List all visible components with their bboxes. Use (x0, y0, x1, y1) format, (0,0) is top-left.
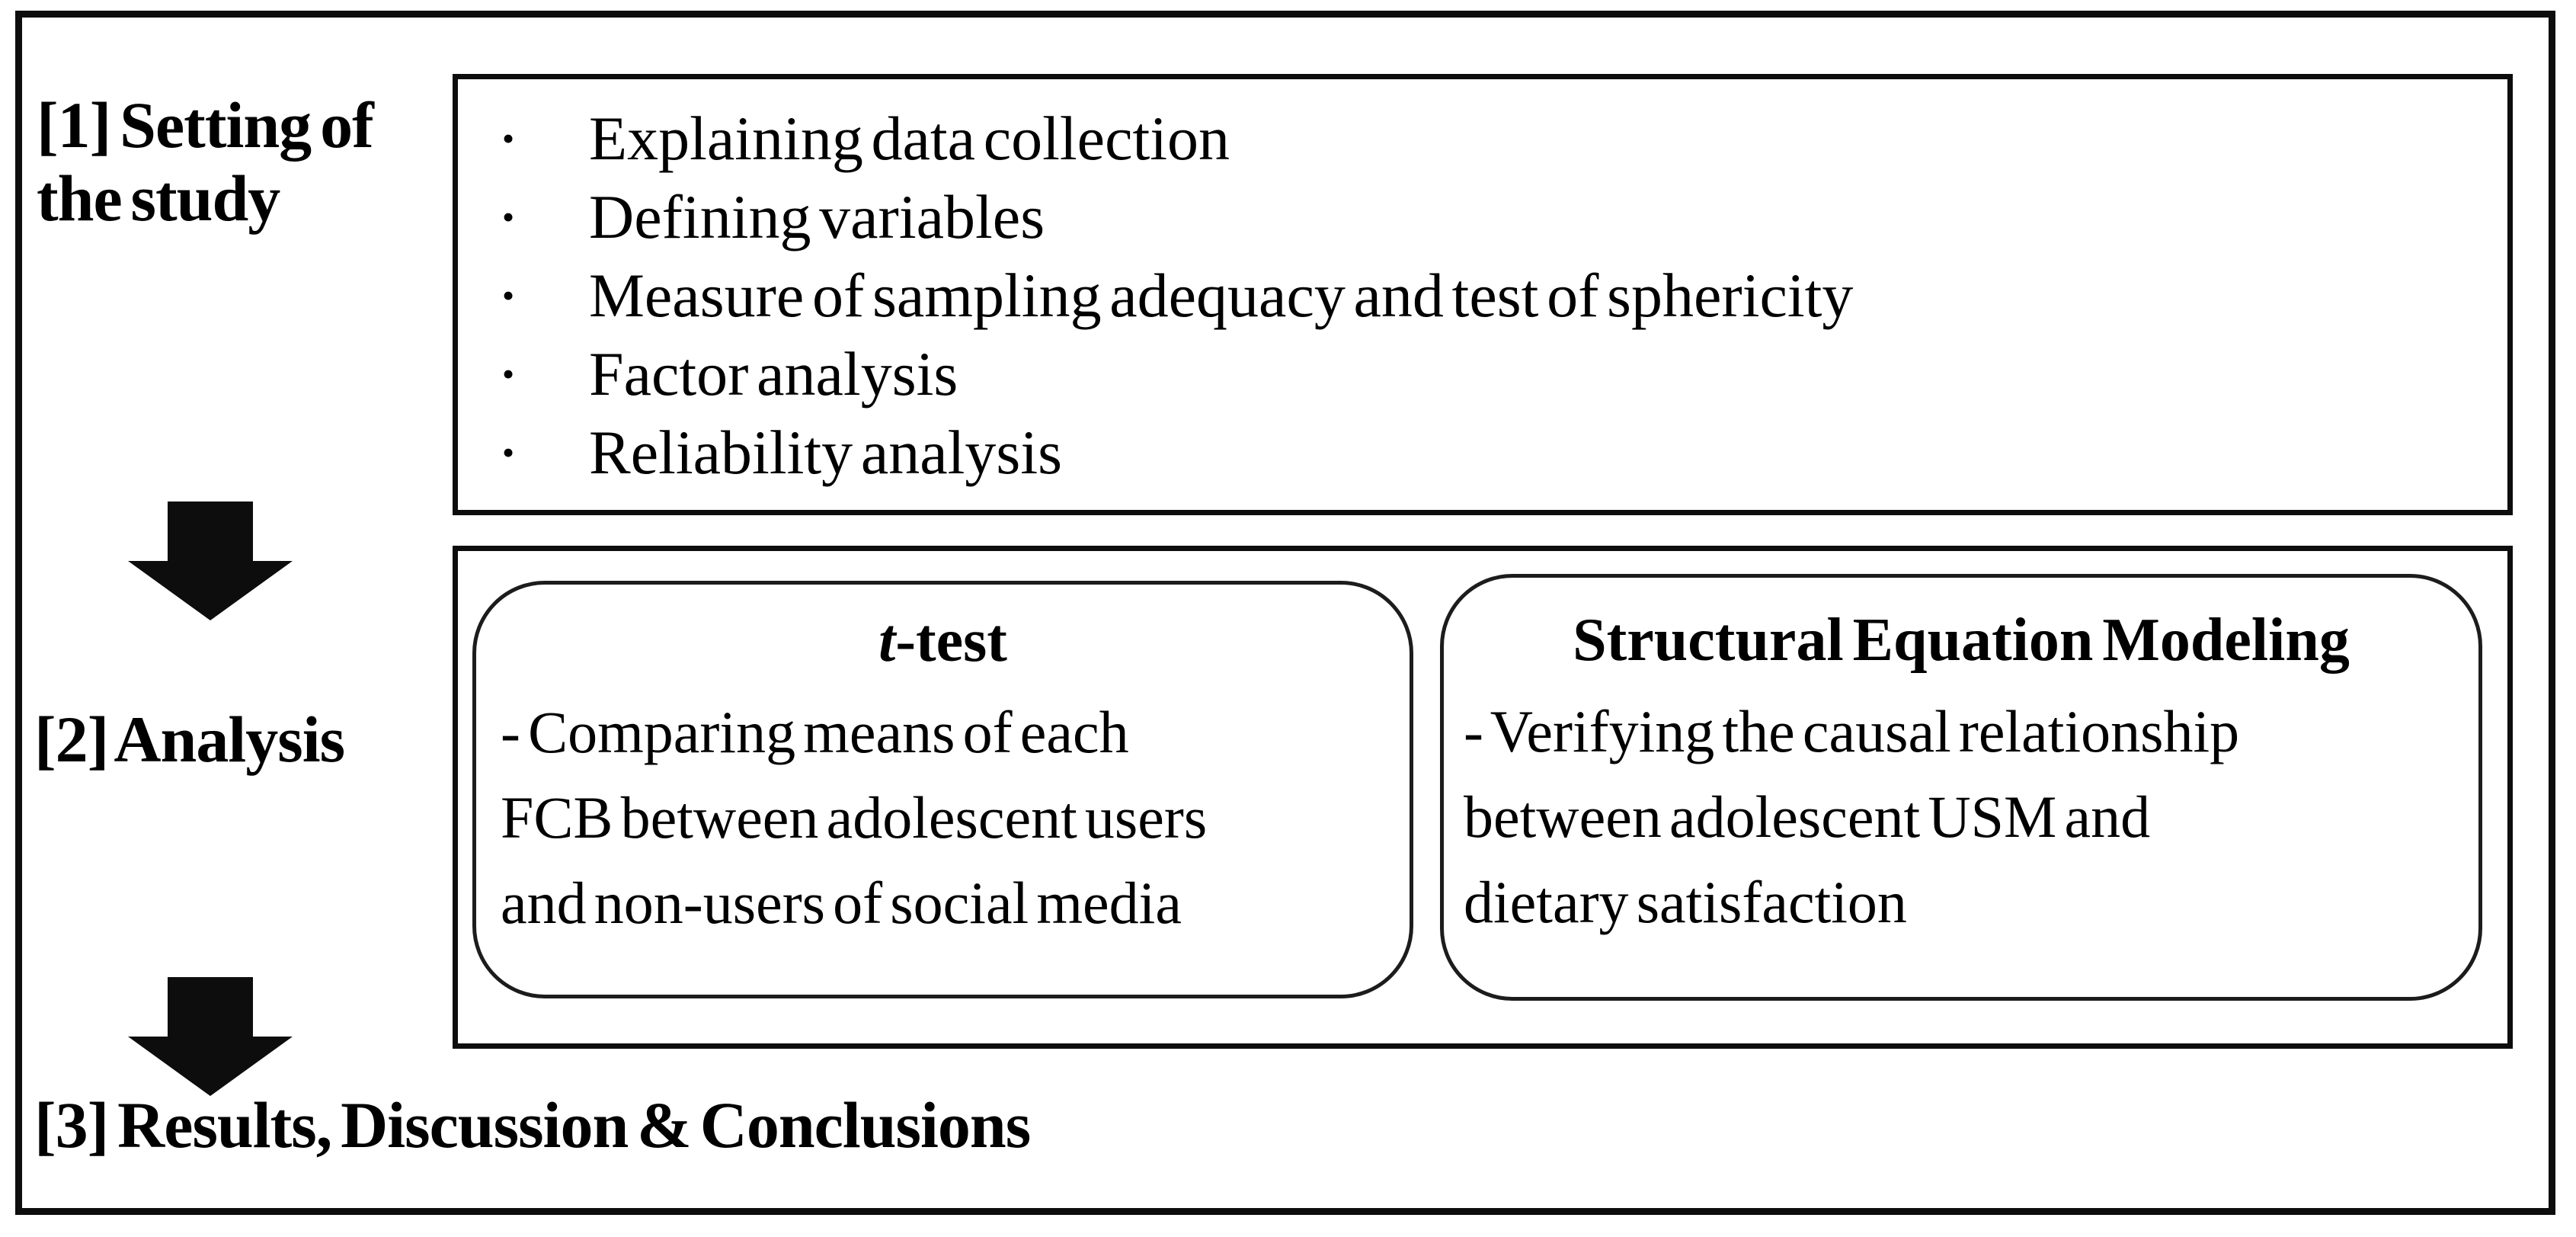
ttest-box-title: t-test (476, 603, 1410, 679)
list-item: • Defining variables (493, 178, 2492, 256)
stage3-label: [3] Results, Discussion & Conclusions (34, 1088, 1031, 1162)
bullet-text: Measure of sampling adequacy and test of… (589, 261, 1854, 330)
ttest-body-line: FCB between adolescent users (501, 784, 1208, 851)
bullet-text: Reliability analysis (589, 418, 1063, 487)
bullet-dot-icon: • (502, 354, 515, 393)
bullet-dot-icon: • (502, 197, 515, 236)
stage1-label: [1] Setting of the study (37, 88, 374, 235)
ttest-body-line: - Comparing means of each (501, 699, 1129, 765)
ttest-box: t-test - Comparing means of each FCB bet… (472, 581, 1413, 998)
list-item: • Factor analysis (493, 335, 2492, 413)
sem-body-line: - Verifying the causal relationship (1464, 698, 2240, 764)
ttest-title-rest: -test (895, 607, 1007, 675)
setting-of-study-box: • Explaining data collection • Defining … (453, 74, 2513, 515)
setting-bullet-list: • Explaining data collection • Defining … (458, 79, 2507, 492)
list-item: • Reliability analysis (493, 413, 2492, 492)
list-item: • Explaining data collection (493, 99, 2492, 178)
bullet-text: Factor analysis (589, 339, 958, 409)
bullet-dot-icon: • (502, 119, 515, 158)
sem-body-line: between adolescent USM and (1464, 784, 2151, 850)
sem-body-line: dietary satisfaction (1464, 869, 1907, 935)
sem-box-title: Structural Equation Modeling (1573, 607, 2350, 674)
arrow-head (128, 1037, 293, 1096)
down-arrow-icon (128, 502, 293, 620)
list-item: • Measure of sampling adequacy and test … (493, 256, 2492, 335)
bullet-text: Defining variables (589, 182, 1045, 252)
sem-box-body: - Verifying the causal relationship betw… (1464, 689, 2460, 945)
bullet-dot-icon: • (502, 276, 515, 315)
stage1-label-line1: [1] Setting of (37, 88, 374, 162)
sem-box: Structural Equation Modeling - Verifying… (1440, 574, 2482, 1001)
bullet-text: Explaining data collection (589, 104, 1230, 173)
figure-border (15, 11, 2555, 1215)
arrow-shaft (168, 502, 253, 561)
arrow-head (128, 561, 293, 620)
ttest-box-body: - Comparing means of each FCB between ad… (501, 690, 1391, 946)
ttest-title-italic-part: t (878, 607, 896, 675)
arrow-shaft (168, 977, 253, 1037)
stage2-label: [2] Analysis (34, 703, 345, 776)
bullet-dot-icon: • (502, 433, 515, 472)
stage1-label-line2: the study (37, 162, 280, 235)
ttest-body-line: and non-users of social media (501, 870, 1182, 936)
down-arrow-icon (128, 977, 293, 1096)
